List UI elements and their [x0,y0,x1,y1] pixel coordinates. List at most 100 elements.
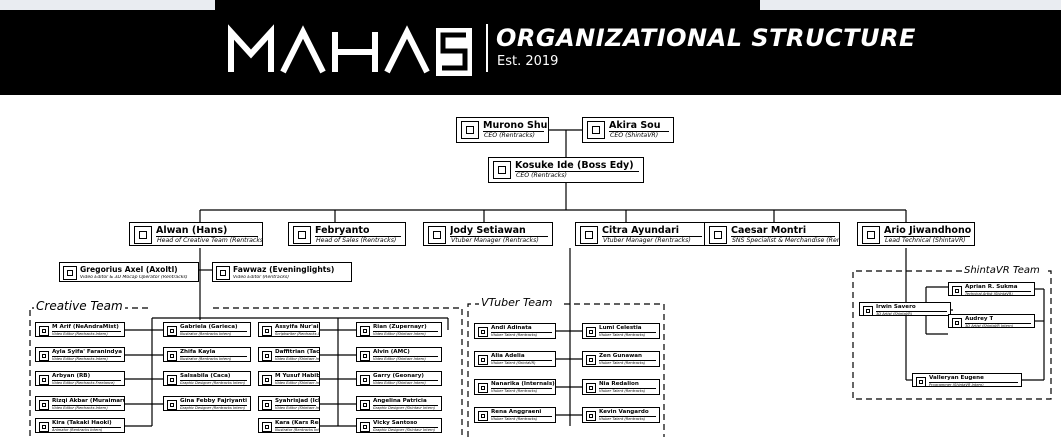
member-role: Video Editor (Shintavr Intern) [275,357,319,361]
member-name: Assyifa Nur'aini [275,324,319,330]
tech-gear-icon [952,318,962,328]
member-name: Nanarika (Internals) [491,381,555,387]
member-role: Video Editor (Shintavr Intern) [275,381,319,385]
org-node-creative-0: M Arif (NeAndraMist) Video Editor (Rentra… [35,322,125,337]
name-underline [491,388,552,389]
member-name: M Arif (NeAndraMist) [52,324,119,330]
header-accent-left [0,0,215,10]
member-role: Scriptwriter (Rentracks Intern) [275,332,319,336]
member-role: Video Editor (Shintavr Intern) [373,357,426,361]
member-name: Angelina Patricia [373,398,427,404]
name-underline [929,382,1018,383]
maha5-logo [228,24,472,76]
cloud-icon [586,411,596,421]
member-name: Febryanto [315,225,370,236]
org-node-creative-3: Rizqi Akbar (Muraimaru)Video Editor (Ren… [35,396,125,411]
name-underline [373,380,438,381]
clapper-icon [262,375,272,385]
member-role: Illustrator (Rentracks Intern) [275,428,319,432]
script-icon [262,326,272,336]
team-label-creative: Creative Team [34,299,125,313]
member-role: Video Editor (Shintavr Intern) [275,406,319,410]
header-banner: ORGANIZATIONAL STRUCTURE Est. 2019 [0,0,1061,95]
clapper-icon [360,375,370,385]
ornament-icon [586,355,596,365]
design-icon [360,400,370,410]
member-name: Syahrisjad (Ichad) [275,398,319,404]
org-node-creative-7: Salsabila (Caca)Graphic Designer (Rentra… [163,371,251,386]
name-underline [180,405,247,406]
name-underline [180,331,247,332]
member-name: Kira (Takaki Haoki) [52,420,112,426]
member-role: Technical Artist (ShintaVR) [965,292,1013,296]
org-node-creative-13: Kara (Kars Real) Illustrator (Rentracks I… [258,418,320,433]
org-node-creative-11: M Yusuf HabibieVideo Editor (Shintavr In… [258,371,320,386]
clapper-icon [39,422,49,432]
org-node-vtubers-2: Nanarika (Internals)Vtuber Talent (Rentr… [474,379,556,395]
member-name: Akira Sou [609,120,661,131]
name-underline [52,356,121,357]
member-name: Rian (Zupernayr) [373,324,427,330]
member-role: CEO (Rentracks) [516,172,567,179]
tech-gear-icon [916,377,926,387]
name-underline [275,380,316,381]
member-role: Vtuber Talent (Rentracks) [599,333,646,337]
header-divider [486,24,488,72]
clapper-icon [360,326,370,336]
network-icon [709,226,727,244]
name-underline [450,236,548,237]
member-name: Fawwaz (Eveninglights) [233,265,335,274]
name-underline [180,356,247,357]
org-node-creative-15: Alvin (AMC)Video Editor (Shintavr Intern… [356,347,442,362]
member-name: Caesar Montri [731,225,807,236]
member-name: Kevin Vangardo [599,409,649,415]
member-name: Rena Anggraeni [491,409,542,415]
tech-gear-icon [862,226,880,244]
org-node-creative-14: Rian (Zupernayr) Video Editor (Shintavr I… [356,322,442,337]
member-name: Audrey T [965,316,994,322]
member-name: Alwan (Hans) [156,225,228,236]
member-name: Garry (Geonary) [373,373,424,379]
clapper-icon [262,400,272,410]
name-underline [609,131,669,132]
name-underline [52,427,121,428]
member-role: Video Editor & 3D Mocap Operator (Rentra… [80,275,188,280]
member-name: Kosuke Ide (Boss Edy) [515,160,634,171]
member-role: Vtuber Talent (ShintaVR) [491,361,536,365]
member-name: Zhifa Kayla [180,349,216,355]
palette-icon [167,326,177,336]
palette-icon [167,351,177,361]
team-label-vtuber: VTuber Team [479,296,555,309]
member-role: Illustrator (Rentracks Intern) [180,357,232,361]
name-underline [373,427,438,428]
member-name: Vicky Santoso [373,420,418,426]
member-role: Video Editor (Rentracks Intern) [52,332,108,336]
gears-icon [134,226,152,244]
name-underline [275,427,316,428]
member-role: Head of Creative Team (Rentracks) [157,237,262,244]
member-role: Lead Technical (ShintaVR) [885,237,966,244]
member-role: Video Editor (Shintavr Intern) [373,332,426,336]
name-underline [491,416,552,417]
design-icon [167,400,177,410]
clapper-icon [39,400,49,410]
member-role: Graphic Designer (Shintavr Intern) [373,406,436,410]
member-name: Arbyan (RB) [52,373,91,379]
member-name: Kara (Kars Real) [275,420,319,426]
name-underline [491,332,552,333]
name-underline [876,311,947,312]
clapper-icon [63,266,77,280]
star-icon [478,355,488,365]
name-underline [965,323,1031,324]
org-node-editors-0: Gregorius Axel (Axoltl)Video Editor & 3D… [59,262,199,282]
